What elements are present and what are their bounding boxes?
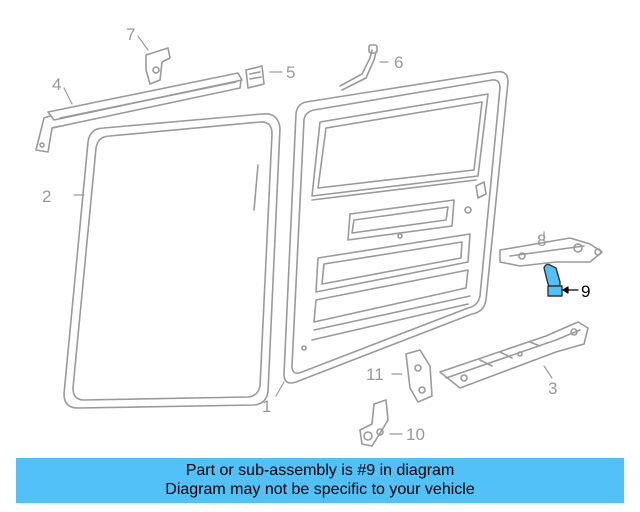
callout-2: 2 — [42, 187, 51, 206]
part-9-roller-arm[interactable] — [543, 263, 563, 297]
part-6-cable — [339, 44, 378, 91]
callout-5: 5 — [286, 63, 295, 82]
callout-7: 7 — [126, 25, 135, 44]
part-5-end-cap — [245, 65, 265, 89]
callout-9[interactable]: 9 — [581, 282, 590, 301]
leader-line-9 — [562, 286, 579, 294]
callout-1: 1 — [262, 397, 271, 416]
part-2-weatherstrip — [63, 112, 281, 409]
info-banner: Part or sub-assembly is #9 in diagram Di… — [16, 458, 624, 503]
part-1-door-shell — [283, 70, 509, 384]
callout-6: 6 — [394, 53, 403, 72]
parts-diagram: 1 2 3 4 5 6 7 8 9 10 11 — [35, 25, 603, 447]
banner-line-disclaimer: Diagram may not be specific to your vehi… — [165, 481, 475, 498]
part-7-bracket — [145, 47, 171, 85]
part-8-roller-bracket — [499, 237, 603, 267]
banner-line-part: Part or sub-assembly is #9 in diagram — [185, 462, 455, 479]
part-3-lower-track — [439, 321, 589, 389]
callout-10: 10 — [406, 425, 425, 444]
part-11-striker — [405, 349, 433, 403]
part-10-latch-bracket — [359, 399, 389, 447]
callout-4: 4 — [52, 75, 61, 94]
part-4-upper-rail — [35, 72, 243, 153]
leader-lines — [63, 35, 553, 435]
callout-8: 8 — [537, 231, 546, 250]
callout-3: 3 — [548, 379, 557, 398]
callout-11: 11 — [366, 365, 384, 384]
